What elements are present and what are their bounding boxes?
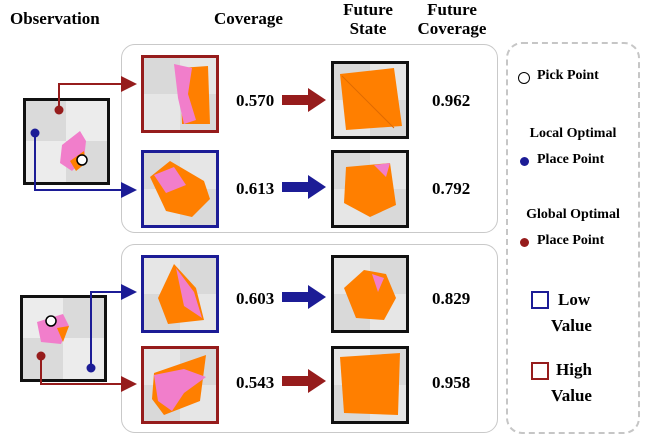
legend-pick-point-label: Pick Point	[537, 68, 599, 83]
row4-future-cloth	[334, 349, 406, 421]
legend-pick-point-icon	[518, 72, 530, 84]
row1-future-coverage: 0.962	[432, 91, 471, 110]
legend-global-place-point-label: Place Point	[537, 233, 605, 248]
row1-connector-line	[58, 76, 137, 108]
row1-transition-arrow	[282, 88, 326, 112]
row2-connector-line	[34, 136, 137, 198]
row1-future-state-image	[331, 61, 409, 139]
row3-future-cloth	[334, 258, 406, 330]
observation-bottom-pick-point	[45, 315, 57, 327]
header-future-coverage-line2: Coverage	[417, 19, 487, 38]
legend-low-value-line2: Value	[551, 316, 592, 335]
header-coverage: Coverage	[214, 9, 283, 28]
header-future-state-line1: Future	[343, 0, 393, 19]
legend-high-value-line1: High	[556, 360, 592, 379]
legend-low-value-line1: Low	[558, 290, 591, 309]
header-future-coverage-line1: Future	[427, 0, 477, 19]
legend-box	[506, 42, 640, 434]
row1-future-cloth	[334, 64, 406, 136]
row3-coverage-image	[141, 255, 219, 333]
cloth-front	[57, 326, 69, 342]
legend-local-optimal-title: Local Optimal	[529, 126, 617, 141]
header-future-coverage: Future Coverage	[407, 0, 497, 38]
observation-top-pick-point	[76, 154, 88, 166]
header-future-state-line2: State	[349, 19, 387, 38]
observation-top-image	[23, 98, 110, 185]
row1-coverage: 0.570	[236, 91, 275, 110]
header-future-state: Future State	[343, 0, 393, 38]
row4-cloth	[144, 349, 216, 421]
row2-coverage-image	[141, 150, 219, 228]
legend-local-place-point-label: Place Point	[537, 152, 605, 167]
row3-transition-arrow	[282, 285, 326, 309]
header-observation: Observation	[10, 9, 100, 28]
legend-local-place-point-icon	[520, 157, 529, 166]
row4-connector-line	[40, 358, 137, 392]
row3-future-coverage: 0.829	[432, 289, 471, 308]
row4-coverage: 0.543	[236, 373, 275, 392]
observation-top-scene	[26, 101, 107, 182]
row1-coverage-image	[141, 55, 219, 133]
legend-global-place-point-icon	[520, 238, 529, 247]
legend-low-value-box	[531, 291, 549, 309]
row2-local-place-point	[30, 128, 40, 138]
legend-high-value-box	[531, 362, 549, 380]
row2-future-cloth	[334, 153, 406, 225]
row2-cloth	[144, 153, 216, 225]
row2-future-coverage: 0.792	[432, 179, 471, 198]
row4-coverage-image	[141, 346, 219, 424]
row3-cloth	[144, 258, 216, 330]
row3-future-state-image	[331, 255, 409, 333]
row3-coverage: 0.603	[236, 289, 275, 308]
row2-transition-arrow	[282, 175, 326, 199]
row3-connector-line	[90, 284, 137, 366]
row4-future-coverage: 0.958	[432, 373, 471, 392]
row2-future-state-image	[331, 150, 409, 228]
row4-transition-arrow	[282, 369, 326, 393]
row4-future-state-image	[331, 346, 409, 424]
legend-global-optimal-title: Global Optimal	[526, 207, 620, 222]
legend-high-value-line2: Value	[551, 386, 592, 405]
row1-global-place-point	[54, 105, 64, 115]
row1-cloth	[144, 58, 216, 130]
row3-local-place-point	[86, 363, 96, 373]
row4-global-place-point	[36, 351, 46, 361]
row2-coverage: 0.613	[236, 179, 275, 198]
